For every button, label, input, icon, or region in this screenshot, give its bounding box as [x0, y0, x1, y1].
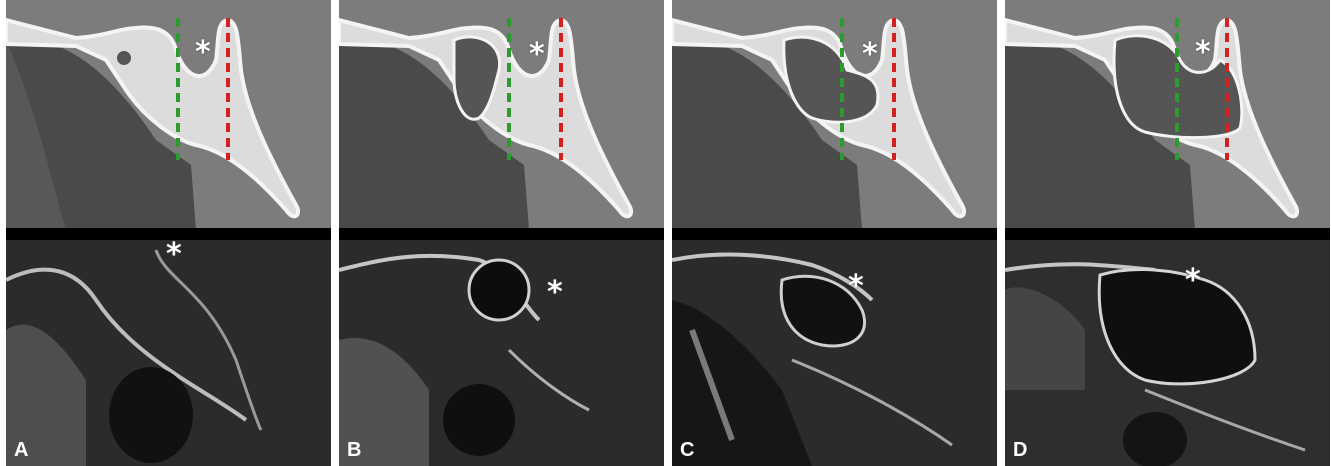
marker-asterisk: *	[1195, 38, 1211, 68]
panel-d: * * D	[1005, 0, 1330, 466]
marker-asterisk: *	[862, 40, 878, 70]
marker-asterisk: *	[547, 278, 563, 308]
panel-a: * * A	[6, 0, 331, 466]
panel-letter: B	[347, 439, 361, 462]
marker-asterisk: *	[195, 38, 211, 68]
schema-illustration-c	[672, 0, 997, 230]
schema-illustration-b	[339, 0, 664, 230]
marker-asterisk: *	[166, 240, 182, 270]
ct-scan-b	[339, 240, 664, 466]
panel-letter: D	[1013, 439, 1027, 462]
panel-letter: A	[14, 439, 28, 462]
ct-scan-d	[1005, 240, 1330, 466]
marker-asterisk: *	[848, 272, 864, 302]
schema-illustration-d	[1005, 0, 1330, 230]
schema-illustration-a	[6, 0, 331, 230]
panel-b: * * B	[339, 0, 664, 466]
panel-c: * * C	[672, 0, 997, 466]
panel-divider	[1005, 228, 1330, 240]
panel-letter: C	[680, 439, 694, 462]
marker-asterisk: *	[1185, 266, 1201, 296]
panel-divider	[339, 228, 664, 240]
ct-scan-c	[672, 240, 997, 466]
marker-asterisk: *	[529, 40, 545, 70]
panel-divider	[672, 228, 997, 240]
ct-scan-a	[6, 240, 331, 466]
